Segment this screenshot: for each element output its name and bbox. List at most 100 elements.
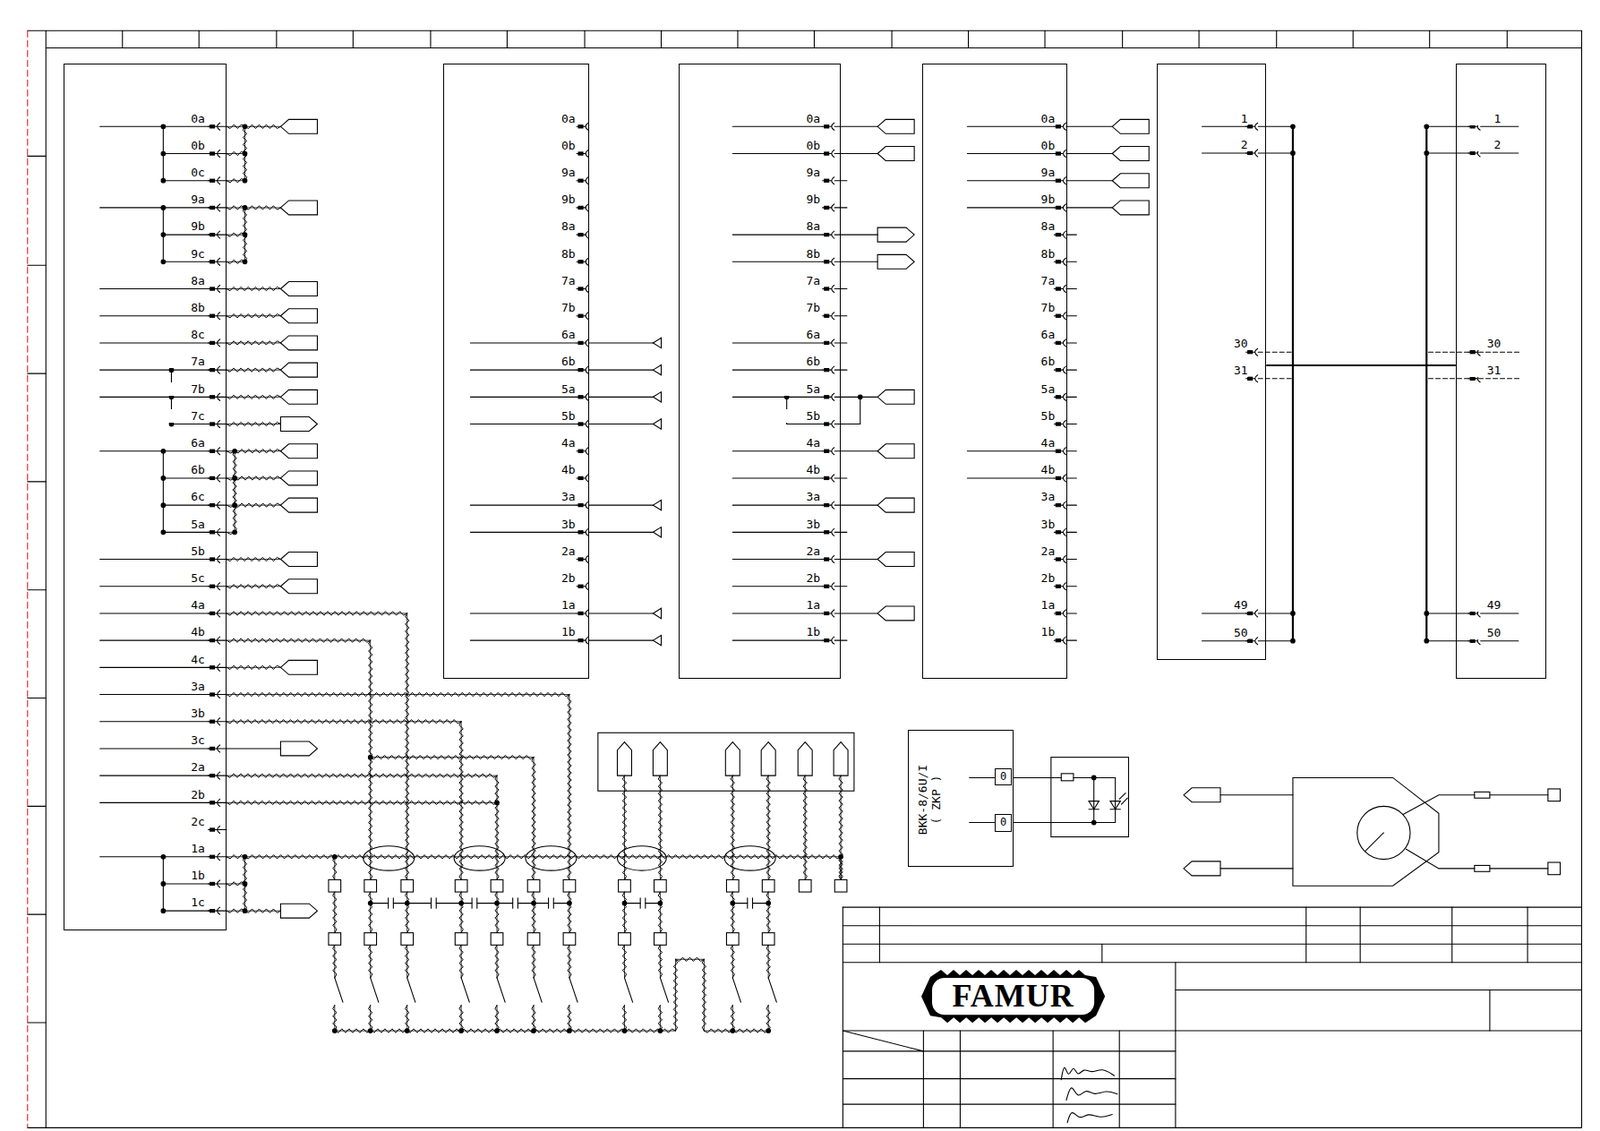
twisted-wire-core bbox=[659, 775, 661, 880]
junction-dot bbox=[161, 881, 166, 887]
twisted-wire-core bbox=[333, 944, 335, 977]
wire bbox=[966, 126, 1054, 128]
pin-stub bbox=[217, 396, 227, 398]
signature bbox=[1060, 1067, 1114, 1080]
capacitor-plate bbox=[752, 898, 753, 908]
pin-stub bbox=[217, 747, 227, 749]
pin-lead bbox=[1053, 153, 1063, 155]
twisted-wire-core bbox=[732, 944, 734, 977]
twisted-wire-core bbox=[226, 667, 281, 668]
title-block-line bbox=[842, 961, 1582, 963]
twisted-wire-core bbox=[226, 261, 246, 263]
frame-tick bbox=[27, 480, 47, 482]
pin-stub bbox=[217, 179, 227, 181]
twisted-wire-core bbox=[624, 891, 625, 933]
pin-label: 1b bbox=[169, 868, 206, 882]
junction-dot bbox=[766, 900, 771, 906]
pin-lead bbox=[822, 531, 832, 533]
wire bbox=[1480, 152, 1519, 154]
pin-label: 9a bbox=[1018, 165, 1055, 180]
title-block-line bbox=[1451, 906, 1453, 963]
title-block-line bbox=[1175, 1030, 1583, 1032]
wire bbox=[1202, 640, 1248, 642]
twisted-wire bbox=[245, 908, 282, 913]
pin-lead bbox=[1053, 558, 1063, 560]
twisted-wire bbox=[405, 1005, 410, 1031]
junction-dot bbox=[161, 124, 166, 129]
pin-stub bbox=[1066, 558, 1077, 560]
twisted-wire-core bbox=[333, 856, 335, 881]
twisted-wire bbox=[245, 124, 282, 129]
pin-label: 7b bbox=[1018, 300, 1055, 315]
pin-stub bbox=[217, 720, 227, 722]
junction-dot bbox=[567, 1028, 573, 1034]
wire bbox=[1480, 612, 1519, 614]
pin-stub bbox=[834, 342, 848, 343]
wire bbox=[1220, 867, 1293, 869]
pin-lead bbox=[822, 126, 832, 128]
pin-label: 5b bbox=[784, 409, 821, 423]
pin-label: 2b bbox=[169, 787, 206, 802]
pin-lead bbox=[822, 179, 832, 181]
plug-connector bbox=[280, 659, 317, 675]
twisted-wire bbox=[226, 421, 281, 426]
pin-stub bbox=[217, 558, 227, 560]
pin-label: 8c bbox=[169, 327, 206, 342]
pin-stub bbox=[1066, 423, 1077, 425]
frame-tick bbox=[27, 1021, 47, 1023]
twisted-wire bbox=[531, 1005, 536, 1031]
twisted-wire bbox=[495, 775, 499, 880]
arrow-terminal bbox=[652, 392, 661, 403]
twisted-wire-core bbox=[226, 640, 371, 642]
junction-dot bbox=[161, 530, 166, 535]
pin-label: 2a bbox=[784, 544, 821, 558]
frame-tick bbox=[1428, 30, 1430, 48]
twisted-wire bbox=[405, 613, 410, 880]
wire bbox=[162, 477, 210, 479]
plug-connector bbox=[280, 903, 317, 918]
pin-lead bbox=[576, 315, 586, 317]
twisted-wire bbox=[531, 944, 536, 977]
wire bbox=[470, 423, 577, 425]
plug-connector bbox=[1183, 861, 1221, 876]
pin-lead bbox=[576, 558, 586, 560]
pin-label: 6b bbox=[539, 354, 576, 368]
twisted-wire bbox=[226, 259, 246, 264]
wire bbox=[966, 477, 1054, 479]
device-box: BKK-8/6U/I ( ZKP )00 bbox=[907, 729, 1013, 867]
title-block-line bbox=[1527, 906, 1529, 963]
pin-label: 8a bbox=[539, 219, 576, 233]
schematic bbox=[27, 30, 1583, 1128]
frame-tick bbox=[27, 589, 47, 591]
plug-connector bbox=[280, 200, 317, 215]
junction-dot bbox=[404, 1028, 410, 1034]
plug-connector bbox=[877, 497, 915, 513]
junction-dot bbox=[367, 1028, 373, 1034]
pin-lead bbox=[1053, 369, 1063, 371]
wire bbox=[1480, 640, 1519, 642]
plug-connector bbox=[616, 742, 632, 777]
twisted-wire-core bbox=[234, 504, 281, 506]
frame-tick bbox=[429, 30, 431, 48]
wire bbox=[100, 612, 211, 614]
plug-connector bbox=[280, 579, 317, 594]
terminal bbox=[454, 879, 468, 892]
wire bbox=[1405, 848, 1474, 869]
pin-lead bbox=[1246, 377, 1256, 379]
junction-dot bbox=[766, 1028, 771, 1034]
pin-stub bbox=[1066, 477, 1077, 479]
pin-lead bbox=[576, 396, 586, 398]
twisted-wire-core bbox=[568, 891, 570, 933]
resistor-symbol bbox=[1060, 773, 1074, 781]
wire bbox=[834, 153, 878, 155]
title-block-line bbox=[842, 1103, 1176, 1105]
terminal bbox=[761, 932, 775, 946]
pin-stub bbox=[1066, 450, 1077, 452]
twisted-wire-core bbox=[461, 944, 463, 977]
pin-lead bbox=[1053, 423, 1063, 425]
twisted-wire bbox=[658, 891, 662, 933]
plug-connector bbox=[280, 444, 317, 459]
twisted-wire bbox=[495, 1005, 499, 1031]
wire bbox=[100, 693, 211, 695]
wire bbox=[100, 288, 211, 290]
